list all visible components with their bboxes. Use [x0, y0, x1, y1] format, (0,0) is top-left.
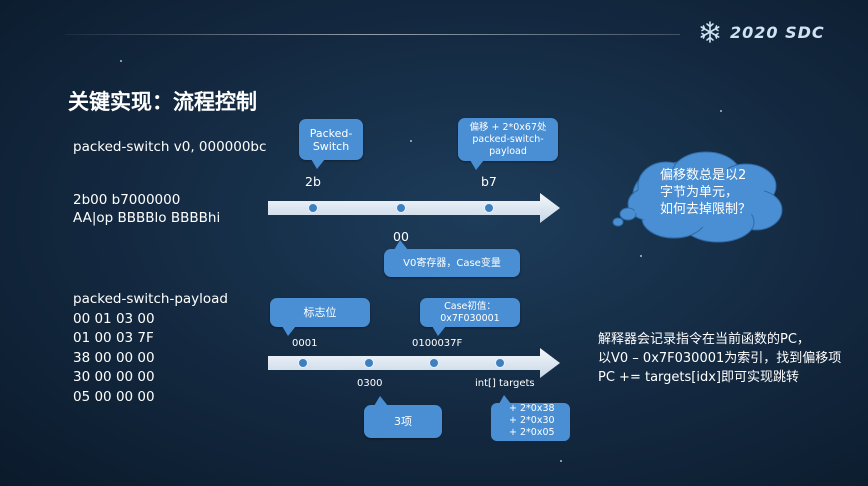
packed-switch-callout: Packed- Switch: [299, 119, 363, 169]
payload-title: packed-switch-payload: [73, 291, 228, 307]
case-value-label: 0100037F: [412, 338, 463, 349]
cloud-line: 字节为单元，: [660, 185, 739, 200]
cloud-line: 偏移数总是以2: [660, 168, 747, 183]
target-entry: + 2*0x05: [509, 427, 555, 438]
note-line: 以V0 – 0x7F030001为索引，找到偏移项: [598, 351, 842, 366]
v0-register-callout: V0寄存器，Case变量: [384, 240, 520, 277]
callout-line: 0x7F030001: [440, 312, 500, 324]
callout-line: Switch: [312, 139, 350, 153]
callout-line: 偏移 + 2*0x67处: [469, 121, 547, 133]
flow-node: [396, 203, 406, 213]
instruction-text: packed-switch v0, 000000bc: [73, 139, 267, 155]
header-divider: [65, 34, 680, 35]
count-value-label: 0300: [357, 378, 383, 389]
star: [640, 255, 642, 257]
targets-callout: + 2*0x38 + 2*0x30 + 2*0x05: [491, 395, 570, 441]
payload-row: 05 00 00 00: [73, 389, 155, 405]
logo-text: 2020 SDC: [730, 22, 825, 42]
flow-node: [308, 203, 318, 213]
hex-bytes-line: 2b00 b7000000: [73, 192, 181, 208]
callout-line: payload: [489, 145, 527, 157]
flow-node: [484, 203, 494, 213]
callout-text: 3项: [394, 415, 412, 428]
thought-cloud: [612, 151, 783, 243]
opcode-label: 2b: [305, 174, 321, 189]
flow-node: [429, 358, 439, 368]
offset-label: b7: [481, 174, 497, 189]
conference-logo: 2020 SDC: [698, 20, 825, 44]
star: [120, 60, 122, 62]
snowflake-icon: [700, 21, 720, 43]
payload-row: 01 00 03 7F: [73, 330, 154, 346]
payload-row: 38 00 00 00: [73, 350, 155, 366]
note-line: PC += targets[idx]即可实现跳转: [598, 370, 799, 385]
note-line: 解释器会记录指令在当前函数的PC，: [598, 332, 810, 347]
flow-node: [298, 358, 308, 368]
targets-label: int[] targets: [475, 378, 535, 389]
callout-line: packed-switch-: [472, 133, 544, 145]
target-entry: + 2*0x30: [509, 415, 555, 426]
offset-callout: 偏移 + 2*0x67处 packed-switch- payload: [458, 118, 558, 170]
flag-callout: 标志位: [270, 298, 370, 336]
cloud-line: 如何去掉限制？: [660, 202, 752, 217]
star: [410, 140, 412, 142]
flow-node: [364, 358, 374, 368]
star: [720, 110, 722, 112]
format-line: AA|op BBBBlo BBBBhi: [73, 210, 221, 226]
callout-text: V0寄存器，Case变量: [403, 257, 501, 269]
target-entry: + 2*0x38: [509, 403, 555, 414]
flag-value-label: 0001: [292, 338, 318, 349]
callout-text: 标志位: [303, 306, 337, 319]
payload-row: 30 00 00 00: [73, 369, 155, 385]
top-flow-arrow: [268, 193, 560, 223]
flow-node: [495, 358, 505, 368]
case-initial-callout: Case初值： 0x7F030001: [420, 298, 520, 336]
callout-line: Packed-: [309, 126, 353, 140]
cloud-text: 偏移数总是以2 字节为单元， 如何去掉限制？: [660, 167, 751, 218]
star: [560, 460, 562, 462]
bottom-flow-arrow: [268, 348, 560, 378]
count-callout: 3项: [364, 396, 442, 438]
callout-line: Case初值：: [444, 300, 496, 312]
slide-title: 关键实现：流程控制: [68, 90, 257, 114]
explanation-note: 解释器会记录指令在当前函数的PC， 以V0 – 0x7F030001为索引，找到…: [598, 330, 841, 387]
payload-row: 00 01 03 00: [73, 311, 155, 327]
